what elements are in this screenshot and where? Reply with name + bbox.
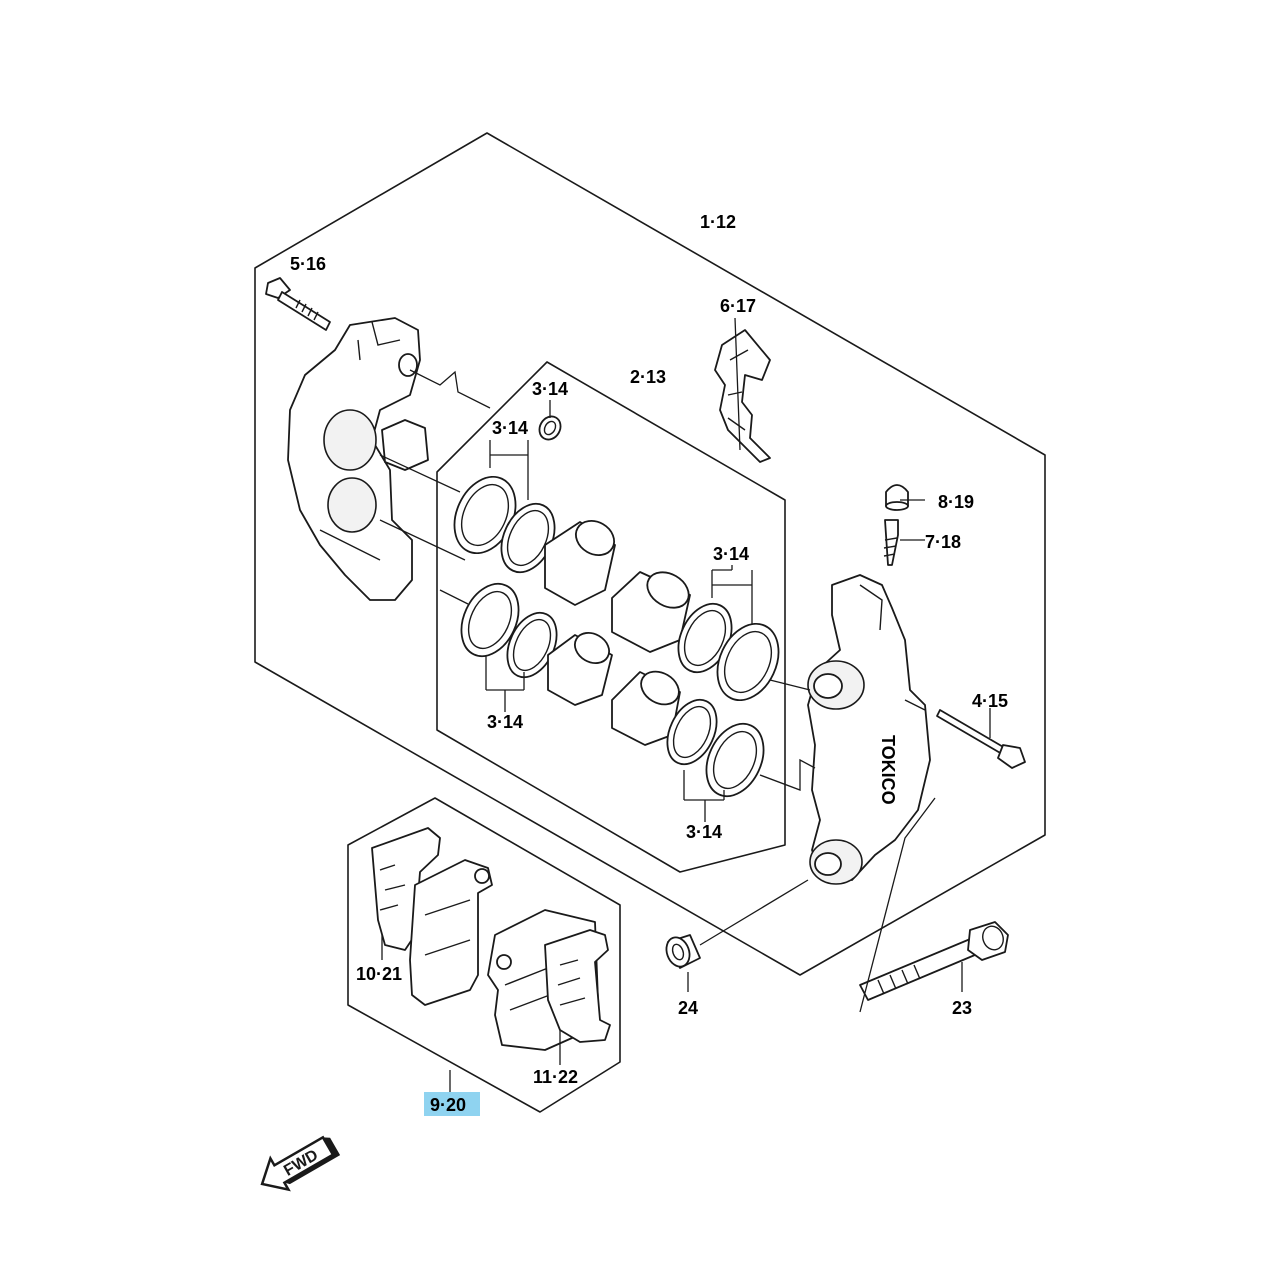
brake-pad-left [371,827,493,1006]
label-seal-small: 3·14 [532,379,568,399]
leader-right-side [734,317,991,791]
leader-pads [381,935,561,1092]
label-bleeder-cap: 8·19 [938,492,974,512]
pad-pin [936,709,1026,769]
label-seal-upper-right: 3·14 [713,544,749,564]
label-mount-bolt: 23 [952,998,972,1018]
label-seal-upper-left: 3·14 [492,418,528,438]
mount-bolt [859,921,1009,1001]
label-pad-set: 9·20 [430,1095,466,1115]
bleeder-cap [885,484,909,511]
label-seal-lower-left: 3·14 [487,712,523,732]
piston-set-frame [436,361,786,873]
pad-set-highlight [424,1092,480,1116]
label-pad-right: 11·22 [533,1067,578,1087]
bleeder-valve [883,519,899,566]
label-bleeder-valve: 7·18 [925,532,961,552]
leader-seals [485,400,753,822]
label-bolt-top: 5·16 [290,254,326,274]
leader-bushing [687,879,809,992]
piston-row-upper [453,475,780,702]
label-pad-pin: 4·15 [972,691,1008,711]
caliper-half-right: TOKICO [807,574,931,885]
caliper-half-left [287,317,429,601]
label-caliper-assy: 1·12 [700,212,736,232]
caliper-assembly-frame [254,132,1046,976]
small-seal [538,415,562,441]
pad-spring [714,329,771,463]
label-bushing: 24 [678,998,698,1018]
brake-pad-right [487,909,611,1051]
leader-caliper-to-pistons [379,369,491,605]
caliper-brand-text: TOKICO [878,735,898,805]
caliper-bolt-top [265,277,331,331]
label-pad-spring: 6·17 [720,296,756,316]
seal-lower-right-inner [666,698,718,766]
seal-lower-right-outer [705,722,765,798]
leader-mount-bolt [859,797,963,1013]
pad-set-frame [347,797,621,1113]
label-pad-left: 10·21 [356,964,402,984]
piston-row-lower [460,582,765,798]
fwd-arrow-icon: FWD [260,1135,341,1192]
label-seal-lower-right: 3·14 [686,822,722,842]
bushing [665,934,701,969]
seal-upper-right-outer [716,622,780,702]
label-piston-set: 2·13 [630,367,666,387]
